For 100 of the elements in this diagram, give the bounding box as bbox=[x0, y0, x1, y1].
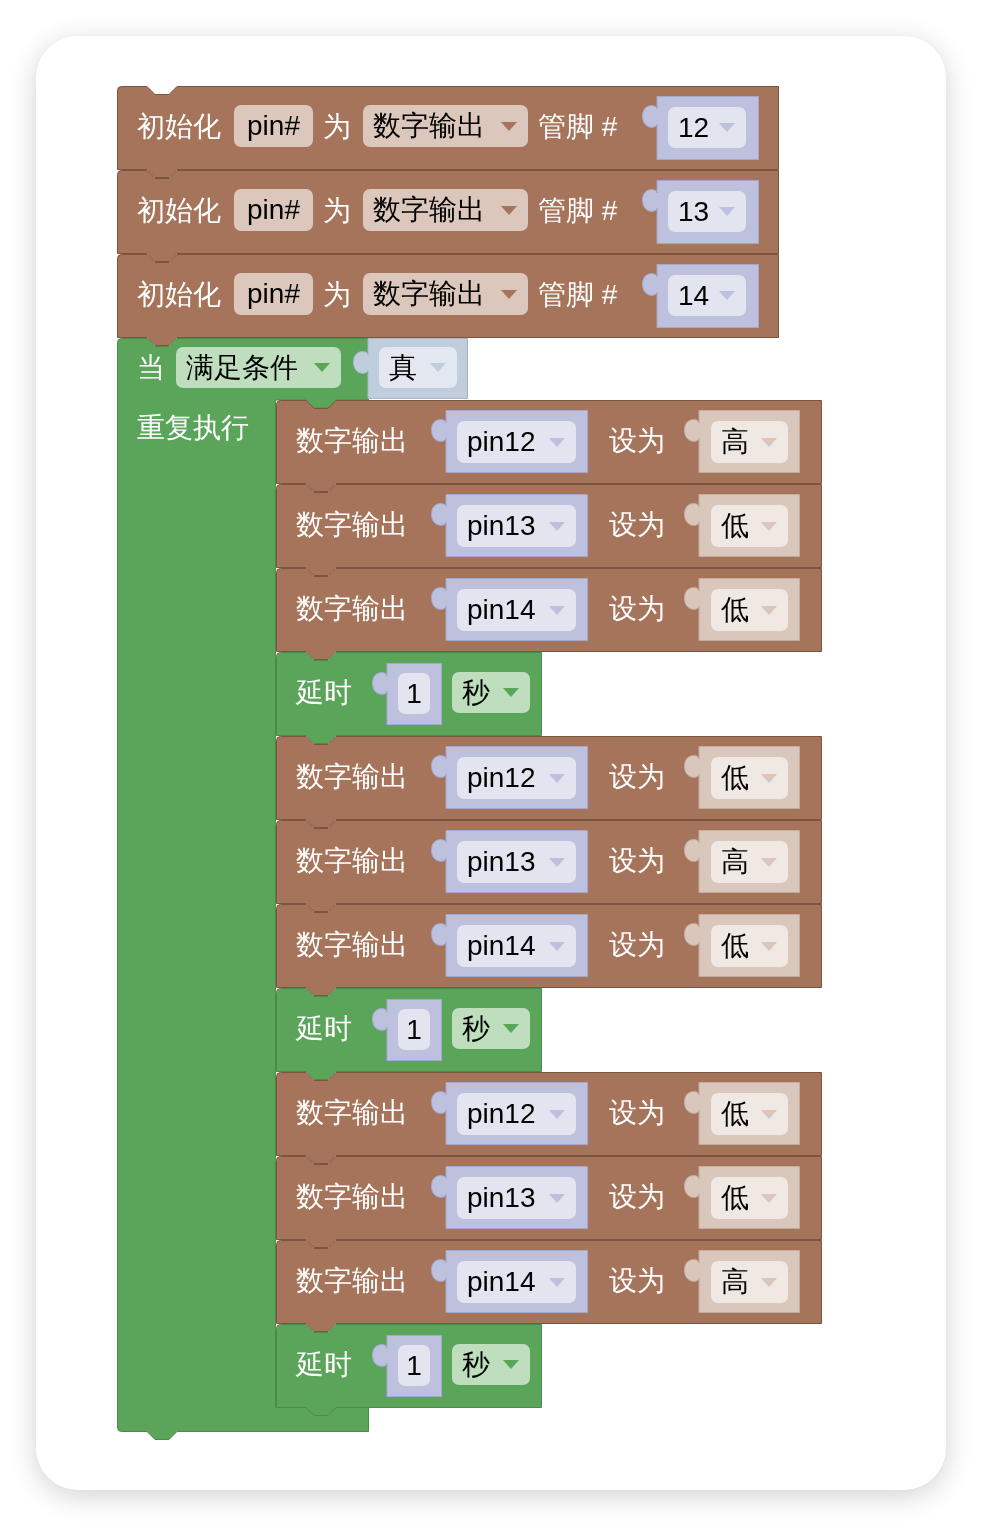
block-label: 为 bbox=[323, 111, 351, 143]
dropdown-field: 真 bbox=[379, 347, 457, 388]
block-label: 设为 bbox=[609, 425, 665, 457]
block-label: 设为 bbox=[609, 1097, 665, 1129]
value-block bbox=[684, 830, 800, 893]
output-block bbox=[276, 904, 822, 996]
value-block bbox=[431, 578, 588, 641]
output-block bbox=[276, 1156, 822, 1248]
dropdown-field: 低 bbox=[711, 1177, 788, 1219]
init-block bbox=[117, 170, 779, 262]
output-block bbox=[276, 568, 822, 660]
output-block bbox=[276, 820, 822, 912]
block-label: 初始化 bbox=[137, 279, 221, 311]
block-label: 设为 bbox=[609, 1181, 665, 1213]
block-label: 重复执行 bbox=[137, 412, 249, 444]
dropdown-field: 12 bbox=[668, 107, 746, 148]
delay-block bbox=[276, 988, 542, 1080]
dropdown-field: pin12 bbox=[457, 1093, 576, 1135]
dropdown-field: 低 bbox=[711, 589, 788, 631]
value-block bbox=[431, 830, 588, 893]
block-label: 数字输出 bbox=[296, 761, 408, 793]
output-block bbox=[276, 400, 822, 492]
value-block bbox=[642, 264, 759, 328]
block-label: 数字输出 bbox=[296, 593, 408, 625]
block-label: 数字输出 bbox=[296, 509, 408, 541]
number-field: 1 bbox=[398, 1009, 430, 1050]
dropdown-field: 低 bbox=[711, 757, 788, 799]
value-block bbox=[431, 410, 588, 473]
value-block bbox=[684, 1166, 800, 1229]
value-block bbox=[684, 1082, 800, 1145]
block-label: 管脚 # bbox=[538, 195, 618, 227]
value-block bbox=[431, 1250, 588, 1313]
dropdown-field: 秒 bbox=[452, 1344, 530, 1385]
number-field: 1 bbox=[398, 1345, 430, 1386]
dropdown-field: 秒 bbox=[452, 1008, 530, 1049]
variable-field: pin# bbox=[234, 273, 313, 315]
dropdown-field: 高 bbox=[711, 1261, 788, 1303]
value-block bbox=[372, 999, 442, 1061]
block-label: 数字输出 bbox=[296, 1265, 408, 1297]
block-label: 为 bbox=[323, 195, 351, 227]
value-block bbox=[684, 914, 800, 977]
dropdown-field: pin12 bbox=[457, 421, 576, 463]
block-label: 数字输出 bbox=[296, 1097, 408, 1129]
value-block bbox=[431, 1166, 588, 1229]
block-label: 设为 bbox=[609, 593, 665, 625]
variable-field: pin# bbox=[234, 105, 313, 147]
value-block bbox=[684, 1250, 800, 1313]
dropdown-field: 低 bbox=[711, 505, 788, 547]
value-block bbox=[431, 914, 588, 977]
block-label: 设为 bbox=[609, 929, 665, 961]
value-block bbox=[684, 578, 800, 641]
dropdown-field: pin13 bbox=[457, 1177, 576, 1219]
dropdown-field: 高 bbox=[711, 421, 788, 463]
variable-field: pin# bbox=[234, 189, 313, 231]
block-label: 数字输出 bbox=[296, 425, 408, 457]
value-block bbox=[642, 96, 759, 160]
block-label: 延时 bbox=[296, 1013, 352, 1045]
block-label: 初始化 bbox=[137, 111, 221, 143]
init-block bbox=[117, 254, 779, 346]
value-block bbox=[684, 410, 800, 473]
dropdown-field: 高 bbox=[711, 841, 788, 883]
value-block bbox=[353, 338, 468, 399]
block-label: 设为 bbox=[609, 509, 665, 541]
value-block bbox=[431, 494, 588, 557]
value-block bbox=[684, 494, 800, 557]
value-block bbox=[684, 746, 800, 809]
value-block bbox=[372, 1335, 442, 1397]
dropdown-field: pin13 bbox=[457, 505, 576, 547]
dropdown-field: 秒 bbox=[452, 672, 530, 713]
block-label: 设为 bbox=[609, 845, 665, 877]
dropdown-field: pin14 bbox=[457, 925, 576, 967]
block-label: 管脚 # bbox=[538, 279, 618, 311]
dropdown-field: pin12 bbox=[457, 757, 576, 799]
dropdown-field: 数字输出 bbox=[363, 273, 528, 315]
block-label: 延时 bbox=[296, 677, 352, 709]
block-label: 延时 bbox=[296, 1349, 352, 1381]
dropdown-field: pin13 bbox=[457, 841, 576, 883]
block-label: 数字输出 bbox=[296, 929, 408, 961]
init-block bbox=[117, 86, 779, 178]
value-block bbox=[431, 1082, 588, 1145]
block-label: 管脚 # bbox=[538, 111, 618, 143]
output-block bbox=[276, 736, 822, 828]
block-label: 初始化 bbox=[137, 195, 221, 227]
output-block bbox=[276, 1240, 822, 1332]
dropdown-field: 13 bbox=[668, 191, 746, 232]
block-label: 为 bbox=[323, 279, 351, 311]
block-label: 设为 bbox=[609, 761, 665, 793]
value-block bbox=[431, 746, 588, 809]
dropdown-field: 低 bbox=[711, 1093, 788, 1135]
value-block bbox=[642, 180, 759, 244]
dropdown-field: 低 bbox=[711, 925, 788, 967]
value-block bbox=[372, 663, 442, 725]
output-block bbox=[276, 1072, 822, 1164]
dropdown-field: 数字输出 bbox=[363, 189, 528, 231]
block-label: 数字输出 bbox=[296, 845, 408, 877]
dropdown-field: pin14 bbox=[457, 1261, 576, 1303]
delay-block bbox=[276, 1324, 542, 1416]
dropdown-field: 数字输出 bbox=[363, 105, 528, 147]
dropdown-field: 14 bbox=[668, 275, 746, 316]
number-field: 1 bbox=[398, 673, 430, 714]
